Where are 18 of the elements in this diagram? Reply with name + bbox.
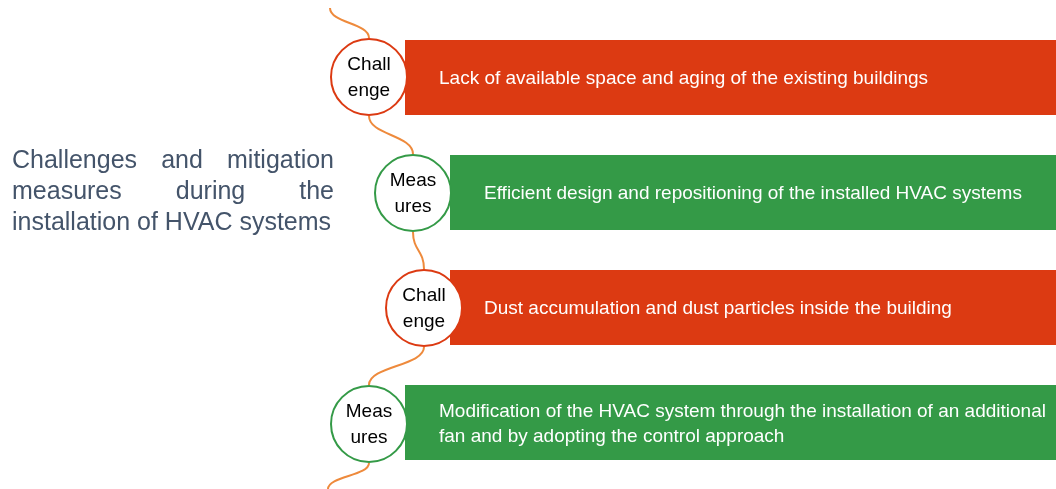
step-type-label: Chall enge — [401, 283, 447, 333]
description-text: Modification of the HVAC system through the installation of an additional fan and by adopting the control approach — [439, 398, 1047, 448]
description-text: Lack of available space and aging of the existing buildings — [439, 66, 929, 90]
step-type-label: Chall enge — [346, 52, 392, 102]
connector-line — [412, 231, 425, 270]
connector-line — [368, 346, 425, 386]
step-type-label: Meas ures — [388, 168, 438, 218]
description-text: Efficient design and repositioning of the installed HVAC systems — [484, 181, 1022, 205]
description-bar — [450, 270, 1056, 345]
connector-line — [327, 462, 370, 489]
connector-line — [329, 7, 370, 39]
step-type-label: Meas ures — [344, 399, 394, 449]
description-bar — [405, 40, 1056, 115]
connector-line — [368, 115, 414, 155]
description-text: Dust accumulation and dust particles inside the building — [484, 296, 952, 320]
description-bar — [450, 155, 1056, 230]
diagram-title: Challenges and mitigation measures during the installation of HVAC systems — [12, 144, 334, 237]
description-bar — [405, 385, 1056, 460]
